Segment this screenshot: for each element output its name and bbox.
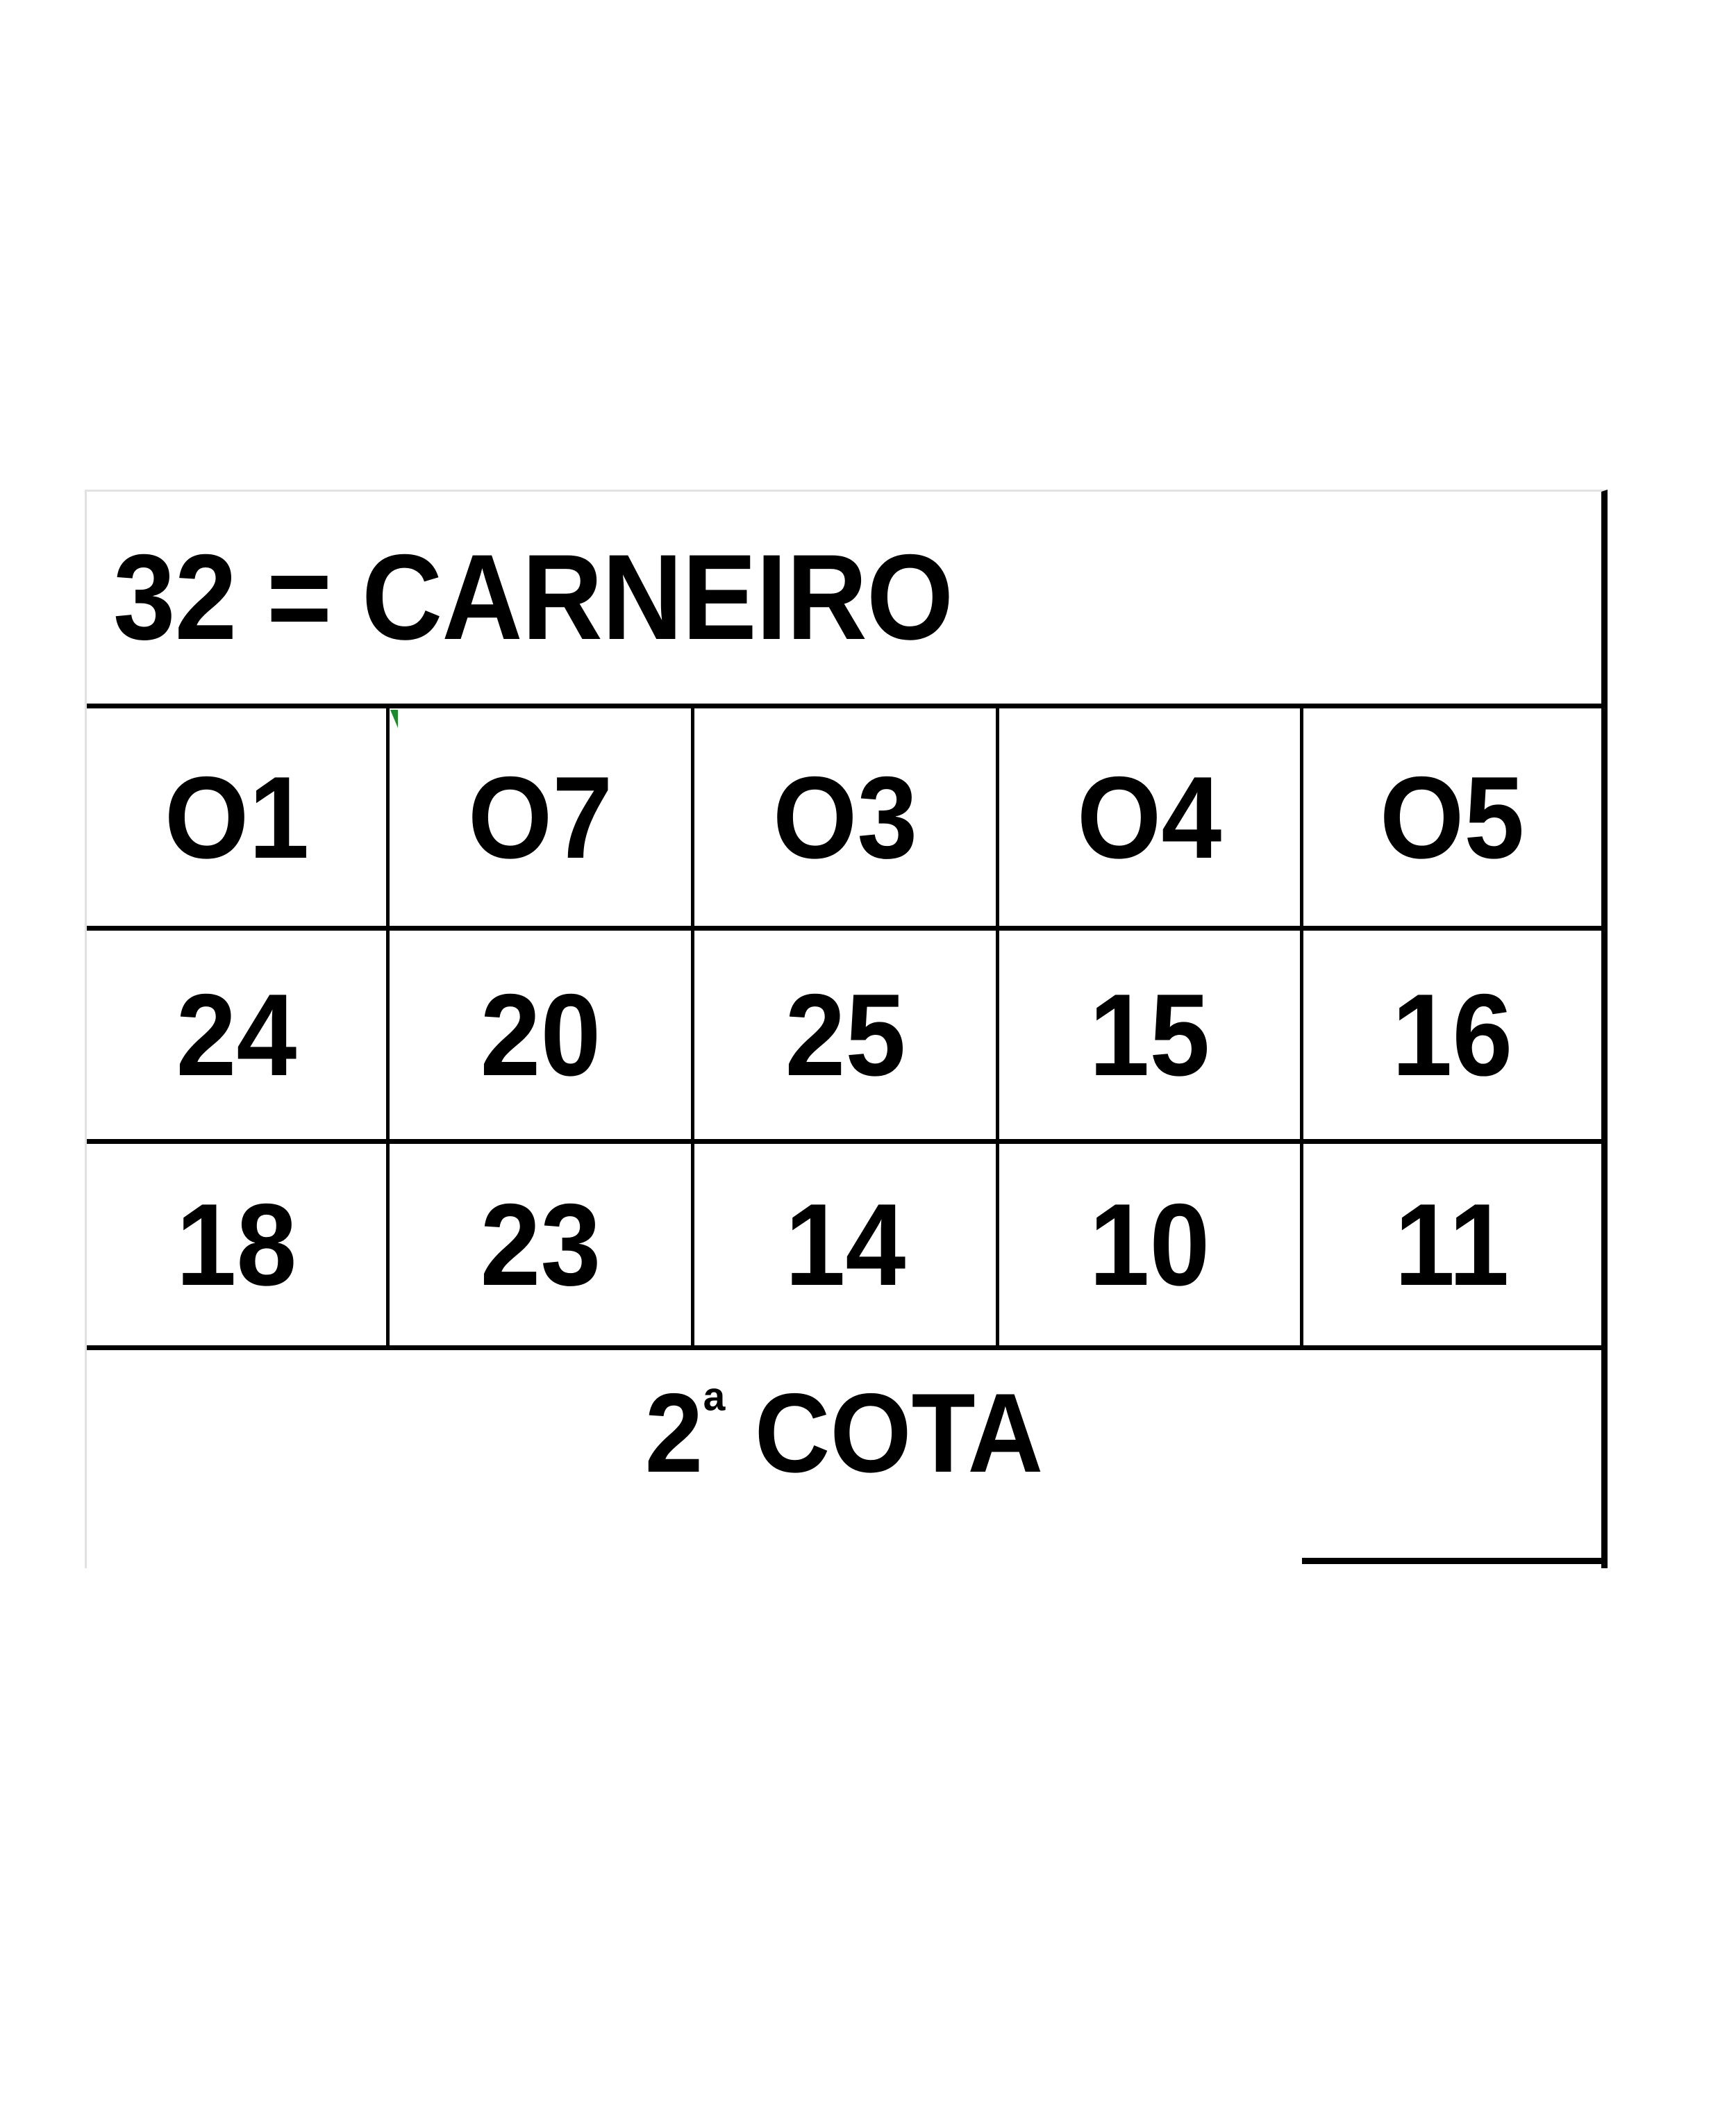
grid-cell[interactable]: O5 — [1303, 708, 1601, 926]
grid-row-2: 18 23 14 10 11 — [87, 1139, 1601, 1350]
grid-cell-value: O3 — [772, 751, 918, 883]
grid-cell[interactable]: O7 — [390, 708, 694, 926]
grid-cell[interactable]: 25 — [694, 931, 1000, 1139]
green-marker-icon — [390, 710, 398, 728]
card-title-row: 32 = CARNEIRO — [87, 492, 1601, 708]
grid-cell-value: O1 — [164, 751, 309, 883]
grid-cell-value: 14 — [785, 1179, 905, 1310]
quota-ordinal-indicator: ª — [703, 1374, 726, 1447]
grid-cell-value: 16 — [1392, 970, 1513, 1100]
grid-cell-value: 11 — [1394, 1179, 1510, 1310]
grid-cell[interactable]: O1 — [87, 708, 390, 926]
grid-cell[interactable]: 20 — [390, 931, 694, 1139]
quota-label: 2ª COTA — [645, 1377, 1044, 1490]
card-title: 32 = CARNEIRO — [113, 530, 953, 665]
quota-number: 2 — [644, 1370, 703, 1496]
grid-cell-value: 25 — [785, 970, 905, 1100]
lottery-card: 32 = CARNEIRO O1 O7 O3 O4 O5 — [85, 490, 1608, 1568]
grid-cell[interactable]: 16 — [1303, 931, 1601, 1139]
grid-cell-value: O7 — [467, 751, 613, 883]
signature-rule — [1302, 1558, 1608, 1564]
grid-cell[interactable]: 11 — [1303, 1144, 1601, 1345]
grid-cell[interactable]: 23 — [390, 1144, 694, 1345]
grid-row-1: 24 20 25 15 16 — [87, 926, 1601, 1139]
card-footer-row: 2ª COTA — [87, 1355, 1601, 1568]
grid-cell[interactable]: O4 — [999, 708, 1303, 926]
grid-cell[interactable]: 15 — [999, 931, 1303, 1139]
grid-cell-value: 23 — [480, 1179, 601, 1310]
number-grid: O1 O7 O3 O4 O5 24 — [87, 708, 1601, 1355]
grid-cell[interactable]: 14 — [694, 1144, 1000, 1345]
grid-cell[interactable]: O3 — [694, 708, 1000, 926]
grid-row-0: O1 O7 O3 O4 O5 — [87, 708, 1601, 926]
grid-cell-value: 15 — [1089, 970, 1210, 1100]
quota-word: COTA — [725, 1370, 1044, 1496]
grid-cell[interactable]: 10 — [999, 1144, 1303, 1345]
grid-cell[interactable]: 24 — [87, 931, 390, 1139]
grid-cell[interactable]: 18 — [87, 1144, 390, 1345]
grid-cell-value: 24 — [176, 970, 297, 1100]
grid-cell-value: 20 — [480, 970, 601, 1100]
grid-cell-value: O4 — [1077, 751, 1222, 883]
grid-cell-value: 18 — [176, 1179, 297, 1310]
grid-cell-value: O5 — [1380, 751, 1525, 883]
grid-cell-value: 10 — [1089, 1179, 1210, 1310]
